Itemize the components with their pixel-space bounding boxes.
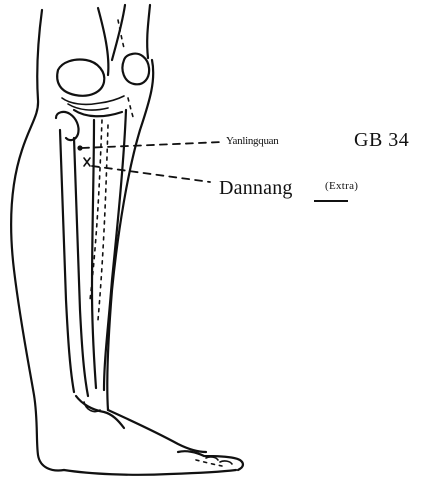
- knee-joint-line: [62, 96, 124, 104]
- femur-condyle: [57, 59, 104, 95]
- thigh-front-outline: [98, 8, 108, 75]
- foot-top-outline: [108, 410, 206, 452]
- shin-front-outline: [107, 60, 153, 410]
- muscle-dashed-line-2: [98, 125, 108, 320]
- foot-sole-outline: [64, 470, 236, 475]
- ankle-outline: [76, 396, 124, 428]
- fibula-shaft-left: [60, 130, 74, 392]
- thigh-front-outline-2: [112, 5, 125, 60]
- toe-dashed-detail: [196, 460, 222, 466]
- gb34-leader-line: [82, 142, 222, 148]
- patella: [122, 54, 149, 85]
- toe-nail-2: [220, 461, 232, 464]
- knee-dashed-detail-2: [128, 98, 134, 120]
- toes-outline: [178, 451, 243, 470]
- tibia-plateau: [74, 110, 122, 116]
- dannang-point-marker: [84, 158, 90, 166]
- extra-label: (Extra): [325, 181, 358, 192]
- dannang-underline: [314, 200, 348, 202]
- leg-back-outline: [11, 10, 64, 470]
- tibia-shaft-left: [92, 120, 96, 388]
- dannang-label: Dannang: [219, 178, 293, 198]
- toe-nail-1: [206, 457, 218, 460]
- thigh-side-outline: [147, 5, 150, 58]
- fibula-shaft-right: [74, 138, 88, 396]
- gb34-label: GB 34: [354, 130, 409, 150]
- dannang-leader-line: [92, 166, 210, 182]
- yanlingquan-label: Yanlingquan: [226, 136, 278, 147]
